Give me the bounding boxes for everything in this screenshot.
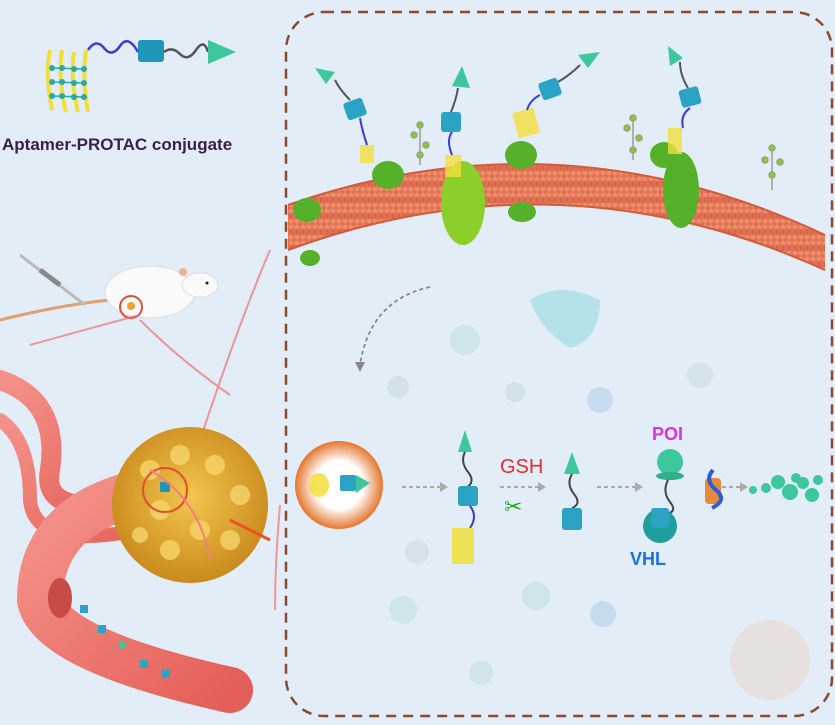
endosome-icon	[295, 441, 383, 529]
aptamer-protac-legend-icon	[45, 39, 236, 113]
gsh-label: GSH	[500, 456, 543, 478]
pathway-arrow-1	[402, 482, 448, 492]
free-protac-icon	[562, 452, 582, 530]
pathway-arrow-2	[500, 482, 546, 492]
glycan-icons	[410, 114, 784, 190]
released-conjugate-icon	[452, 430, 478, 564]
syringe-icon	[19, 253, 86, 307]
pathway-arrow-3	[597, 482, 643, 492]
blood-vessel	[0, 370, 253, 713]
pathway-arrow-4	[722, 482, 748, 492]
aptamer-icon	[45, 49, 90, 113]
membrane-receptor-icons	[293, 141, 699, 266]
tumor-icon	[112, 427, 271, 583]
proteasome-icon	[705, 468, 724, 510]
degraded-peptides-icon	[749, 473, 823, 502]
scissors-icon: ✂	[504, 495, 522, 520]
vhl-label: VHL	[630, 549, 666, 569]
cell-panel-border	[284, 10, 834, 718]
poi-label: POI	[652, 424, 683, 444]
ternary-complex-icon	[643, 449, 684, 543]
circulating-conjugate-icons	[80, 605, 170, 678]
aptamer-protac-label: Aptamer-PROTAC conjugate	[2, 135, 232, 154]
internalization-arrow	[359, 286, 431, 366]
background-organelle-icons	[387, 290, 810, 700]
svg-text:✂: ✂	[504, 495, 522, 520]
cell-membrane	[287, 163, 826, 271]
mouse-icon	[0, 265, 219, 322]
zoom-beams	[29, 249, 281, 611]
bound-conjugate-icons	[315, 46, 702, 177]
